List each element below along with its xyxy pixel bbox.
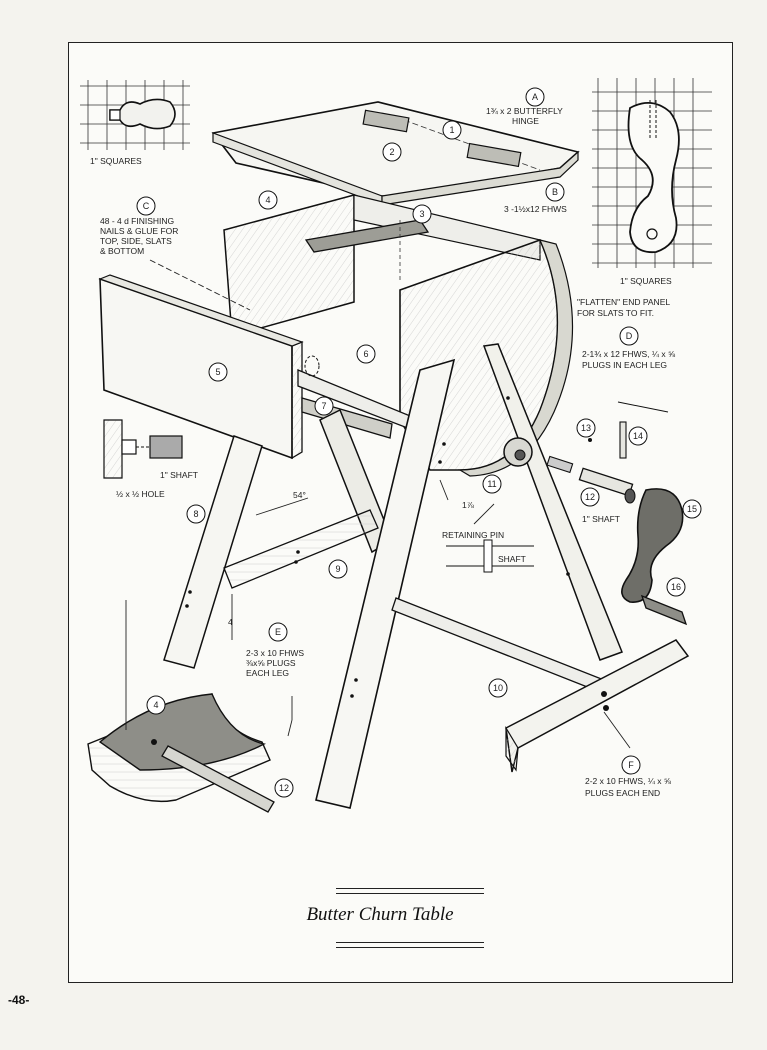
page-title: Butter Churn Table xyxy=(306,904,454,925)
part-callout-8: 8 xyxy=(186,504,206,524)
note-screws-d-1: 2-1¾ x 12 FHWS, ¼ x ⅝ xyxy=(582,349,676,359)
svg-text:D: D xyxy=(626,331,633,341)
part-callout-1: 1 xyxy=(442,120,462,140)
svg-text:12: 12 xyxy=(585,492,595,502)
svg-text:15: 15 xyxy=(687,504,697,514)
note-angle: 54° xyxy=(293,490,306,500)
note-nails-3: TOP, SIDE, SLATS xyxy=(100,236,172,246)
note-hole: ½ x ½ HOLE xyxy=(116,489,165,499)
svg-text:F: F xyxy=(628,760,634,770)
bottom-stretcher xyxy=(391,597,690,773)
svg-text:12: 12 xyxy=(279,783,289,793)
note-screws-e-3: EACH LEG xyxy=(246,668,289,678)
note-shaft-label: SHAFT xyxy=(498,554,526,564)
note-nails-2: NAILS & GLUE FOR xyxy=(100,226,178,236)
part-callout-2: 2 xyxy=(382,142,402,162)
svg-text:14: 14 xyxy=(633,431,643,441)
knob-pattern-grid xyxy=(80,80,190,150)
crank-assembly xyxy=(503,401,688,626)
note-squares-right: 1" SQUARES xyxy=(620,276,672,286)
shaft-hole-detail xyxy=(103,419,183,479)
part-callout-12: 12 xyxy=(580,487,600,507)
note-screws-d-2: PLUGS IN EACH LEG xyxy=(582,360,667,370)
note-screws-f-1: 2-2 x 10 FHWS, ¼ x ⅝ xyxy=(585,776,672,786)
note-nails-4: & BOTTOM xyxy=(100,246,144,256)
svg-text:4: 4 xyxy=(265,195,270,205)
svg-text:B: B xyxy=(552,187,558,197)
svg-text:5: 5 xyxy=(215,367,220,377)
hardware-callout-f: F xyxy=(621,755,641,775)
note-squares-left: 1" SQUARES xyxy=(90,156,142,166)
svg-text:9: 9 xyxy=(335,564,340,574)
part-callout-10: 10 xyxy=(488,678,508,698)
svg-text:A: A xyxy=(532,92,538,102)
part-callout-4b: 4 xyxy=(146,695,166,715)
part-callout-15: 15 xyxy=(682,499,702,519)
right-leg-frame xyxy=(315,343,623,809)
hardware-callouts: A B C D E F xyxy=(136,87,641,775)
svg-text:16: 16 xyxy=(671,582,681,592)
left-leg-frame xyxy=(163,408,393,669)
leader-lines xyxy=(125,259,631,749)
hardware-callout-b: B xyxy=(545,182,565,202)
part-callout-6: 6 xyxy=(356,344,376,364)
note-shaft-right: 1" SHAFT xyxy=(582,514,620,524)
page-number: -48- xyxy=(8,993,30,1007)
hardware-callout-d: D xyxy=(619,326,639,346)
note-hinge-1: 1¾ x 2 BUTTERFLY xyxy=(486,106,563,116)
hardware-callout-c: C xyxy=(136,196,156,216)
note-screws-e-1: 2-3 x 10 FHWS xyxy=(246,648,304,658)
note-dim-7-8: 1⅞ xyxy=(462,500,475,510)
cleat xyxy=(304,219,430,253)
part-callout-4: 4 xyxy=(258,190,278,210)
title-rule-top-2 xyxy=(336,893,484,894)
note-screws-b: 3 -1½x12 FHWS xyxy=(504,204,567,214)
hardware-callout-e: E xyxy=(268,622,288,642)
note-dim-4: 4 xyxy=(228,617,233,627)
note-flatten-2: FOR SLATS TO FIT. xyxy=(577,308,654,318)
title-rule-bottom xyxy=(336,942,484,943)
note-flatten-1: "FLATTEN" END PANEL xyxy=(577,297,670,307)
svg-text:8: 8 xyxy=(193,509,198,519)
svg-text:13: 13 xyxy=(581,423,591,433)
note-hinge-2: HINGE xyxy=(512,116,539,126)
note-nails-1: 48 - 4 d FINISHING xyxy=(100,216,174,226)
part-callouts: 1 2 3 4 5 6 7 8 9 10 11 12 12 13 14 15 1… xyxy=(146,120,702,798)
note-retaining-pin: RETAINING PIN xyxy=(442,530,504,540)
svg-text:C: C xyxy=(143,201,150,211)
note-screws-f-2: PLUGS EACH END xyxy=(585,788,660,798)
note-shaft-left: 1" SHAFT xyxy=(160,470,198,480)
svg-text:11: 11 xyxy=(487,479,496,489)
title-rule-bottom-2 xyxy=(336,947,484,948)
svg-text:3: 3 xyxy=(419,209,424,219)
svg-text:4: 4 xyxy=(153,700,158,710)
svg-text:10: 10 xyxy=(493,683,503,693)
part-callout-12b: 12 xyxy=(274,778,294,798)
part-callout-13: 13 xyxy=(576,418,596,438)
svg-text:7: 7 xyxy=(321,401,326,411)
part-callout-7: 7 xyxy=(314,396,334,416)
part-callout-14: 14 xyxy=(628,426,648,446)
svg-text:E: E xyxy=(275,627,281,637)
title-rule-top xyxy=(336,888,484,889)
part-callout-5: 5 xyxy=(208,362,228,382)
part-callout-16: 16 xyxy=(666,577,686,597)
crank-pattern-grid xyxy=(592,78,712,268)
svg-text:2: 2 xyxy=(389,147,394,157)
back-panel xyxy=(223,194,541,337)
svg-text:1: 1 xyxy=(449,125,454,135)
notes: 1" SQUARES 1" SQUARES 1¾ x 2 BUTTERFLY H… xyxy=(90,106,676,798)
part-callout-9: 9 xyxy=(328,559,348,579)
part-callout-11: 11 xyxy=(482,474,502,494)
svg-text:6: 6 xyxy=(363,349,368,359)
base-detail xyxy=(87,693,275,813)
hardware-callout-a: A xyxy=(525,87,545,107)
note-screws-e-2: ⅜x⅝ PLUGS xyxy=(246,658,296,668)
part-callout-3: 3 xyxy=(412,204,432,224)
retaining-pin-detail xyxy=(446,539,534,573)
